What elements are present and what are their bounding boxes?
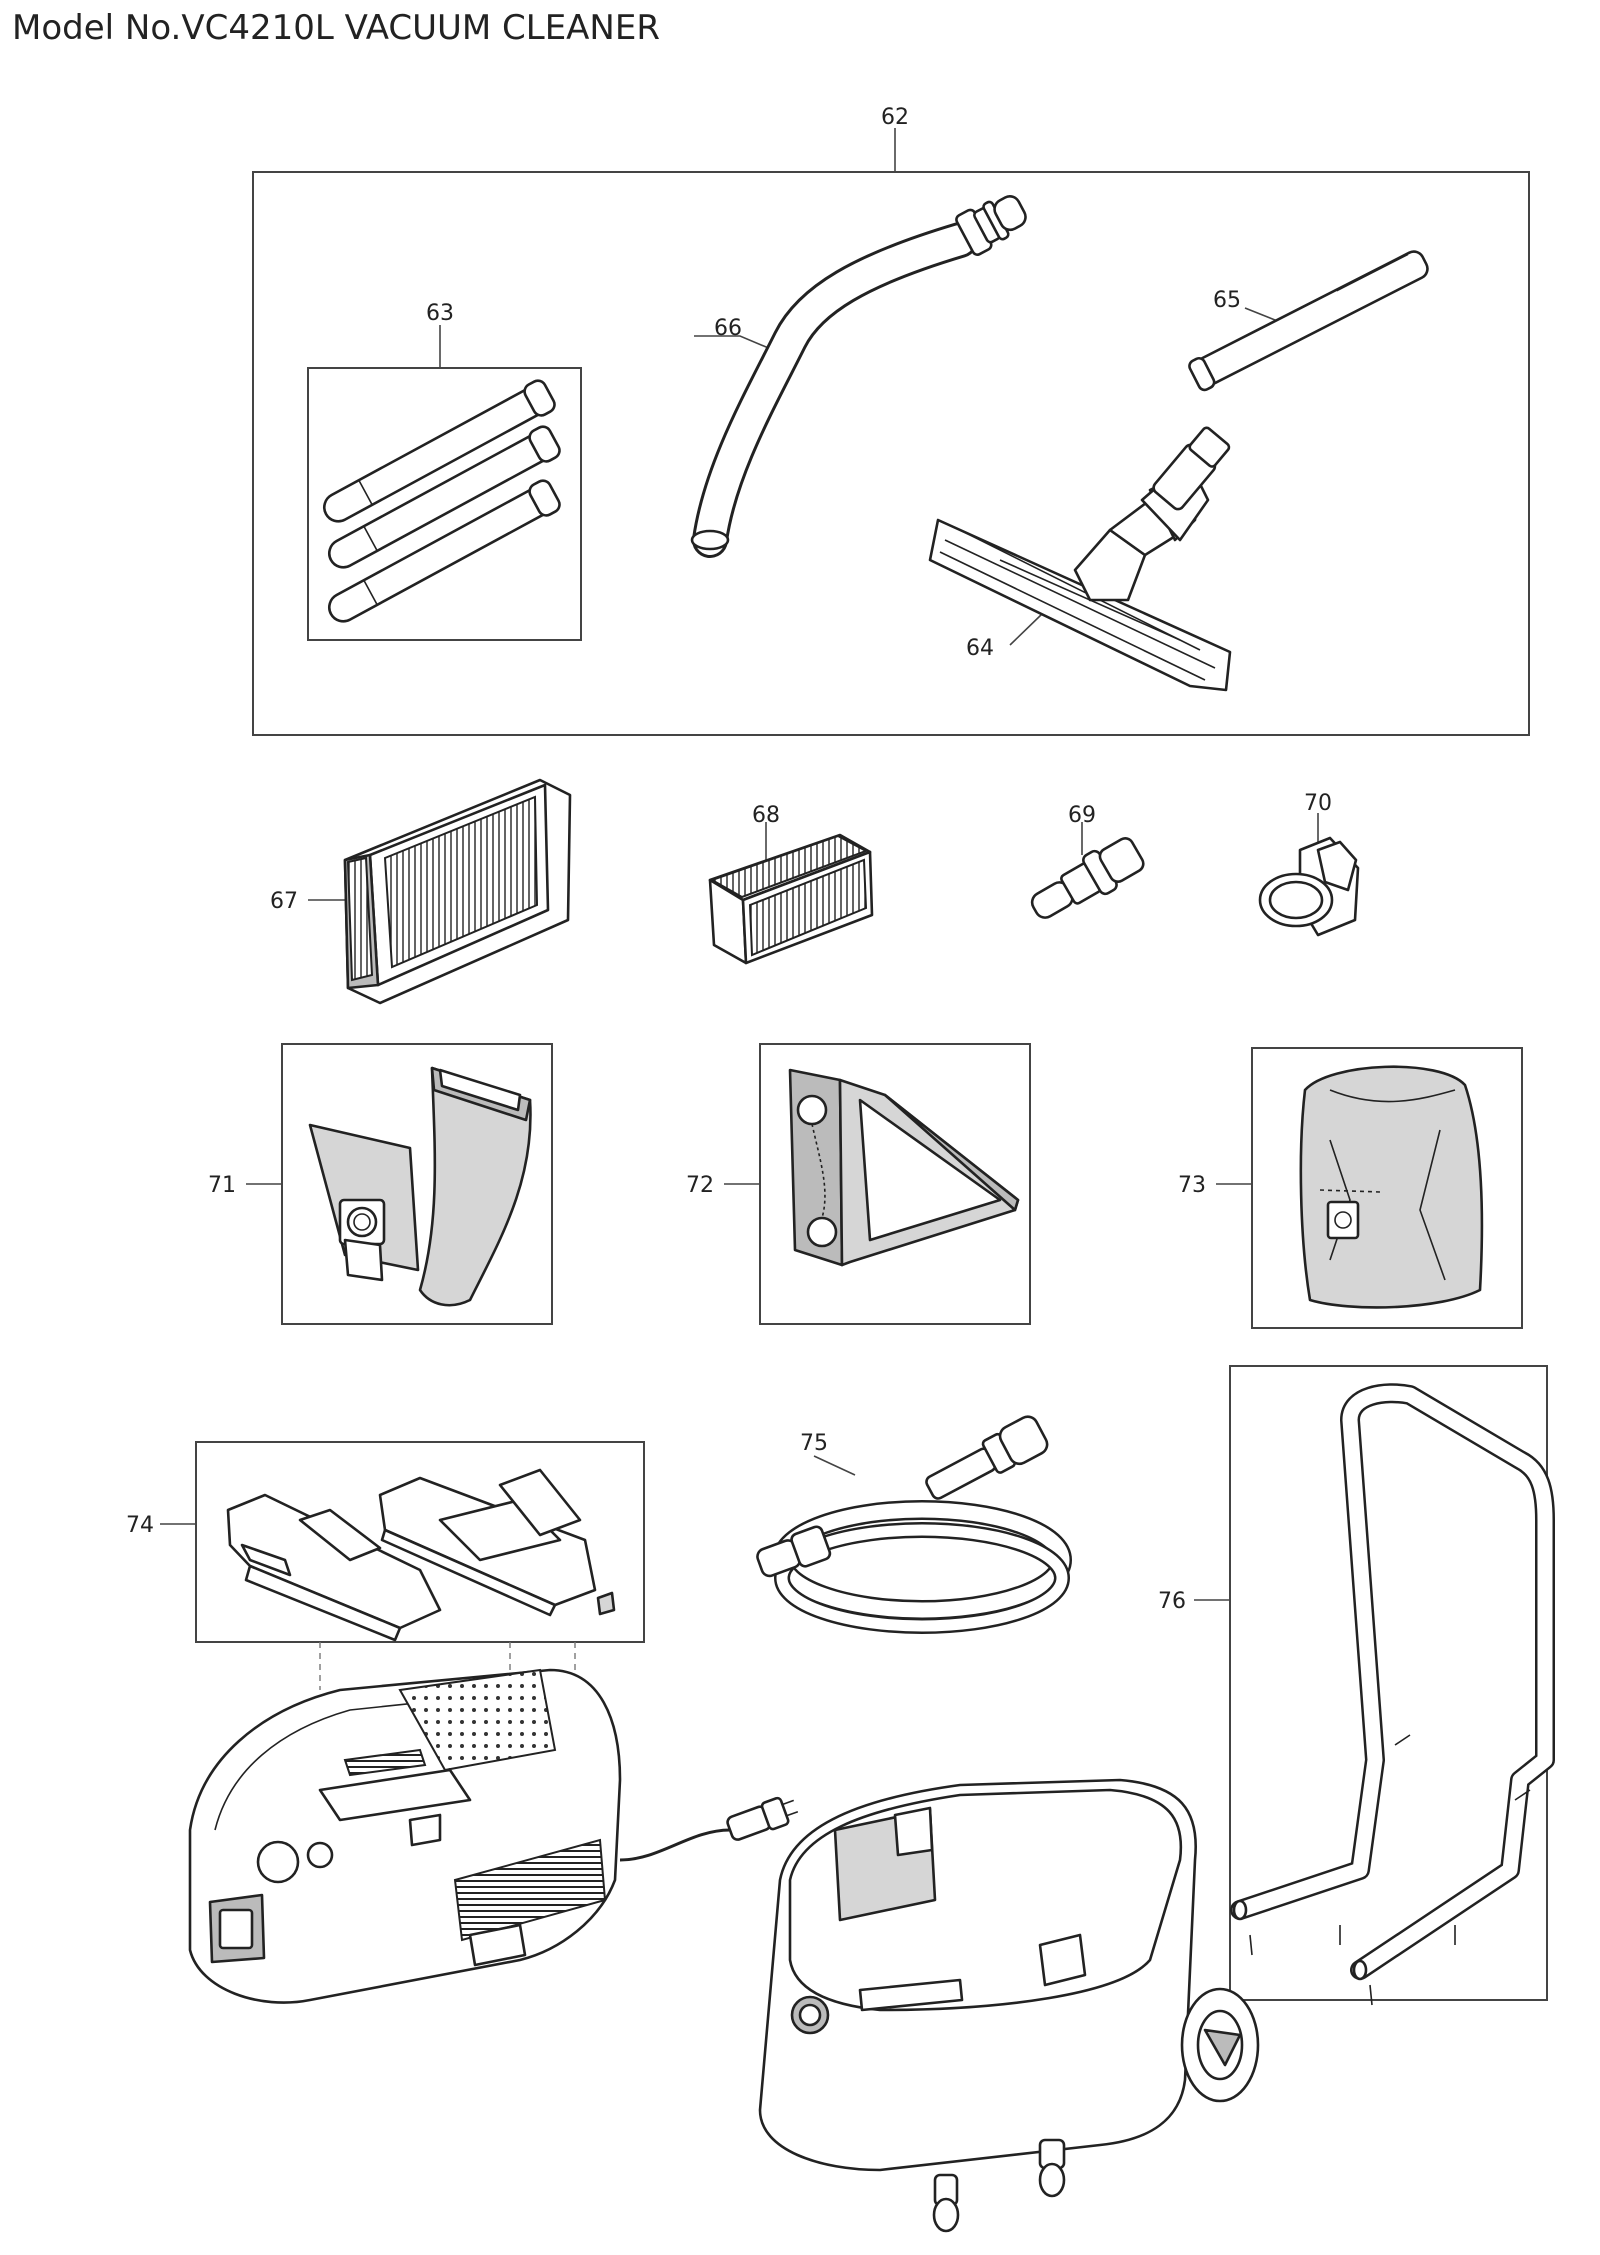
part-label-68: 68: [752, 803, 780, 828]
part-label-76: 76: [1158, 1589, 1186, 1614]
part-label-65: 65: [1213, 288, 1241, 313]
part-label-62: 62: [881, 105, 909, 130]
accessory-set-62: 62 63 66: [252, 105, 1530, 736]
part-label-70: 70: [1304, 791, 1332, 816]
filter-bag-71: 71: [208, 1043, 553, 1325]
bent-wand-66: 66: [690, 195, 1027, 558]
part-label-72: 72: [686, 1173, 714, 1198]
hose-sleeve-70: 70: [1258, 791, 1360, 937]
part-label-66: 66: [714, 316, 742, 341]
part-label-75: 75: [800, 1431, 828, 1456]
panel-filter-67: 67: [270, 778, 572, 1005]
page-title: Model No.VC4210L VACUUM CLEANER: [12, 8, 660, 48]
motor-head-assembly: [188, 1668, 799, 2004]
part-label-69: 69: [1068, 803, 1096, 828]
part-label-71: 71: [208, 1173, 236, 1198]
crevice-nozzle-65: 65: [1188, 250, 1429, 392]
part-label-67: 67: [270, 889, 298, 914]
part-label-64: 64: [966, 636, 994, 661]
handle-assembly-76: 76: [1158, 1365, 1555, 2006]
part-label-74: 74: [126, 1513, 154, 1538]
bag-adapter-72: 72: [686, 1043, 1031, 1325]
suction-hose-75: 75: [756, 1415, 1072, 1634]
cover-parts-74: 74: [126, 1441, 645, 1690]
dust-bag-73: 73: [1178, 1047, 1523, 1329]
accessory-set-frame: [252, 171, 1530, 736]
part-label-73: 73: [1178, 1173, 1206, 1198]
hose-adapter-69: 69: [1030, 803, 1145, 919]
cartridge-filter-68: 68: [708, 803, 874, 965]
floor-nozzle-64: 64: [928, 426, 1232, 692]
part-label-63: 63: [426, 301, 454, 326]
extension-tubes-63: 63: [307, 301, 582, 641]
tank-body: [758, 1778, 1260, 2233]
